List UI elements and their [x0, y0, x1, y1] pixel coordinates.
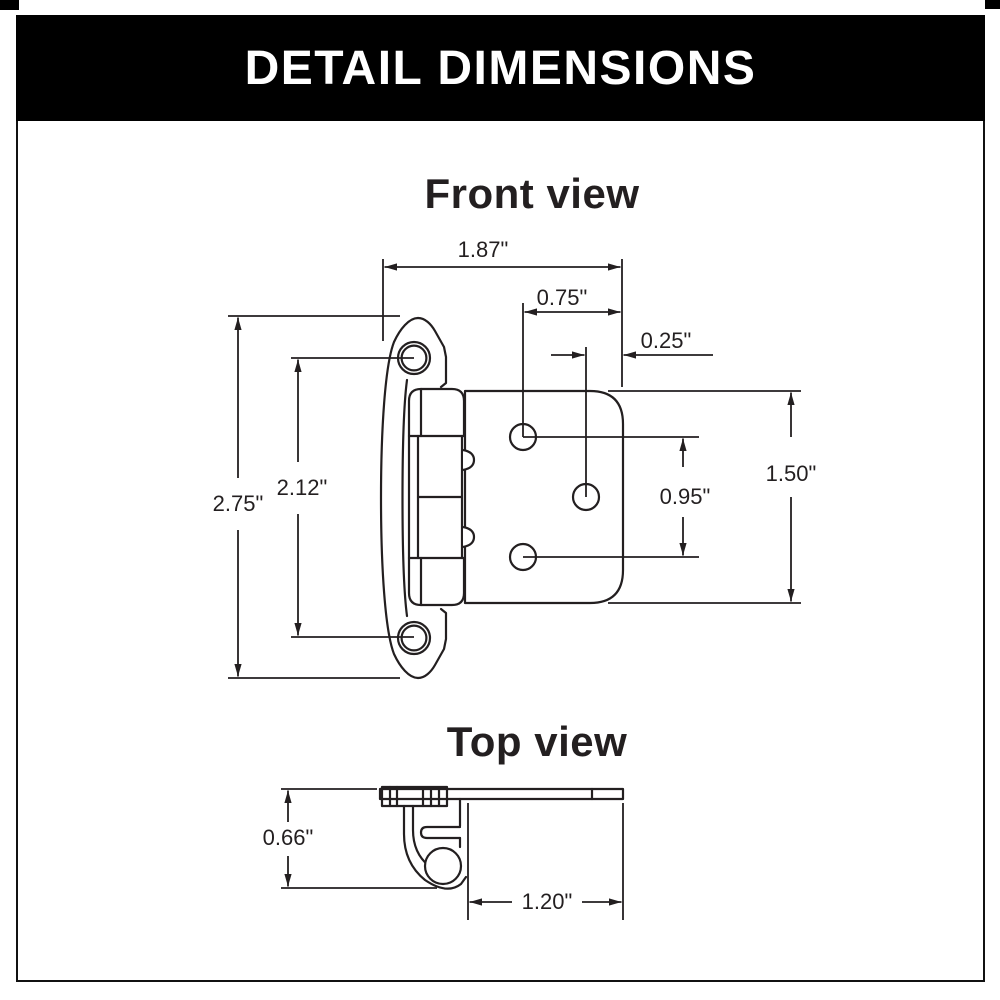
dim-mid-hole-to-edge-label: 0.25"	[641, 328, 692, 353]
dim-projection-depth-label: 0.66"	[263, 825, 314, 850]
top-view-title: Top view	[446, 718, 628, 765]
corner-mark-left	[0, 0, 19, 10]
dim-plate-hole-spacing-label: 0.95"	[660, 484, 711, 509]
header-bar: DETAIL DIMENSIONS	[16, 15, 985, 121]
dim-plate-height-label: 1.50"	[766, 461, 817, 486]
top-view-drawing: 0.66" 1.20"	[263, 785, 625, 920]
corner-mark-right	[985, 0, 1000, 9]
dim-total-width-label: 1.87"	[458, 237, 509, 262]
dim-wing-hole-spacing: 2.12"	[277, 357, 414, 638]
dim-total-height-label: 2.75"	[213, 491, 264, 516]
dim-total-height: 2.75"	[213, 315, 400, 679]
dim-projection-depth: 0.66"	[263, 788, 437, 889]
wing-edge-block	[380, 785, 449, 808]
plate-edge-bar	[378, 787, 625, 801]
dim-hole-col-to-edge-label: 0.75"	[537, 285, 588, 310]
front-view-drawing: 1.87" 0.75" 0.25" 2.75" 2.12"	[213, 237, 817, 680]
dim-plate-height: 1.50"	[608, 390, 817, 604]
spring-bumps	[462, 448, 476, 549]
front-view-title: Front view	[424, 170, 640, 217]
hinge-body	[407, 387, 466, 607]
wing-screw-hole-bottom	[396, 620, 432, 656]
page-title: DETAIL DIMENSIONS	[244, 41, 757, 95]
dim-wing-hole-spacing-label: 2.12"	[277, 475, 328, 500]
spring-barrel	[423, 846, 463, 886]
dim-plate-depth: 1.20"	[467, 803, 624, 920]
dim-plate-depth-label: 1.20"	[522, 889, 573, 914]
mounting-plate	[463, 389, 625, 605]
dim-total-width: 1.87"	[382, 237, 623, 387]
dim-hole-col-to-edge: 0.75"	[522, 285, 621, 437]
dim-mid-hole-to-edge: 0.25"	[551, 328, 713, 497]
dim-plate-hole-spacing: 0.95"	[523, 436, 711, 558]
